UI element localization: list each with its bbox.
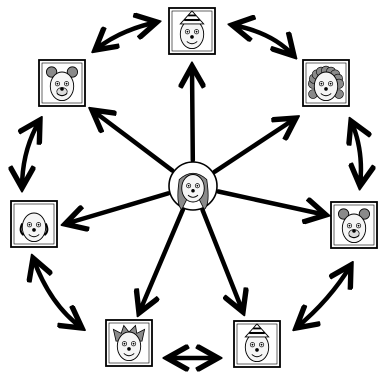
pupil-left-shape	[187, 184, 190, 187]
face-shape	[21, 212, 47, 243]
mouth-shape	[187, 194, 199, 198]
pupil-right-shape	[132, 342, 135, 345]
pupil-left-shape	[28, 223, 31, 226]
face-avatar-icon	[179, 10, 205, 50]
face-avatar-icon	[308, 65, 344, 102]
spoke-arrow-right	[216, 189, 326, 216]
ring-arrow-left-to-top-left	[22, 120, 40, 188]
face-avatar-icon	[177, 172, 209, 211]
face-shape	[313, 71, 339, 102]
face-avatar-icon	[112, 324, 146, 362]
ear-right-shape	[66, 66, 79, 78]
ring-arrow-right-to-bottom-right	[296, 265, 351, 328]
face-avatar-icon	[244, 323, 270, 363]
spoke-arrow-left	[65, 191, 171, 224]
pupil-right-shape	[65, 82, 68, 85]
nose-shape	[255, 348, 259, 352]
pupil-left-shape	[123, 342, 126, 345]
mouth-shape	[28, 234, 40, 238]
node-inner-border	[41, 62, 83, 104]
node-bottom-right	[233, 320, 281, 368]
mouth-shape	[186, 41, 198, 45]
face-shape	[49, 71, 75, 102]
ring-arrow-top-left-to-top	[95, 22, 157, 50]
face-shape	[341, 213, 367, 244]
pupil-right-shape	[37, 223, 40, 226]
pupil-left-shape	[186, 30, 189, 33]
node-inner-border	[333, 204, 375, 246]
ring-arrow-top-to-top-right	[232, 25, 294, 56]
face-shape	[116, 331, 142, 362]
ear-left-shape	[337, 208, 350, 220]
nose-shape	[324, 87, 328, 91]
node-top-right	[302, 59, 350, 107]
nose-shape	[352, 229, 356, 233]
node-top	[168, 7, 216, 55]
bald-side-hair-shape	[19, 222, 49, 236]
node-center	[168, 161, 218, 211]
node-inner-border	[305, 62, 347, 104]
pupil-left-shape	[320, 82, 323, 85]
face-avatar-icon	[337, 208, 370, 244]
node-right	[330, 201, 378, 249]
node-left	[10, 200, 58, 248]
pupil-right-shape	[357, 224, 360, 227]
node-inner-border	[108, 322, 150, 364]
ear-right-shape	[358, 208, 370, 220]
ring-arrow-top-right-to-right	[351, 121, 361, 186]
spoke-arrow-top-left	[92, 110, 175, 173]
pupil-right-shape	[329, 82, 332, 85]
face-avatar-icon	[45, 66, 79, 102]
ear-left-shape	[45, 66, 58, 78]
pupil-right-shape	[260, 343, 263, 346]
pupil-right-shape	[195, 30, 198, 33]
nose-shape	[32, 228, 36, 232]
spoke-arrow-bottom-right	[200, 207, 243, 312]
pupil-left-shape	[348, 224, 351, 227]
node-top-left	[38, 59, 86, 107]
mouth-shape	[251, 354, 263, 358]
pupil-left-shape	[56, 82, 59, 85]
nodes-layer	[10, 7, 378, 368]
node-inner-border	[13, 203, 55, 245]
pupil-left-shape	[251, 343, 254, 346]
links-layer	[22, 22, 361, 358]
spoke-arrow-top-right	[212, 118, 296, 174]
nose-shape	[60, 87, 64, 91]
spoke-arrow-bottom-left	[139, 207, 186, 313]
mouth-shape	[320, 93, 332, 97]
node-bottom-left	[105, 319, 153, 367]
nose-shape	[190, 35, 194, 39]
nose-shape	[127, 347, 131, 351]
face-avatar-icon	[19, 212, 49, 243]
mouth-shape	[123, 353, 135, 357]
nose-shape	[191, 189, 195, 193]
pupil-right-shape	[196, 184, 199, 187]
face-shape	[181, 174, 205, 203]
mouth-shape	[348, 235, 360, 239]
ring-arrow-bottom-left-to-left	[33, 258, 82, 328]
spoke-arrow-top	[192, 66, 193, 163]
mouth-shape	[56, 93, 68, 97]
